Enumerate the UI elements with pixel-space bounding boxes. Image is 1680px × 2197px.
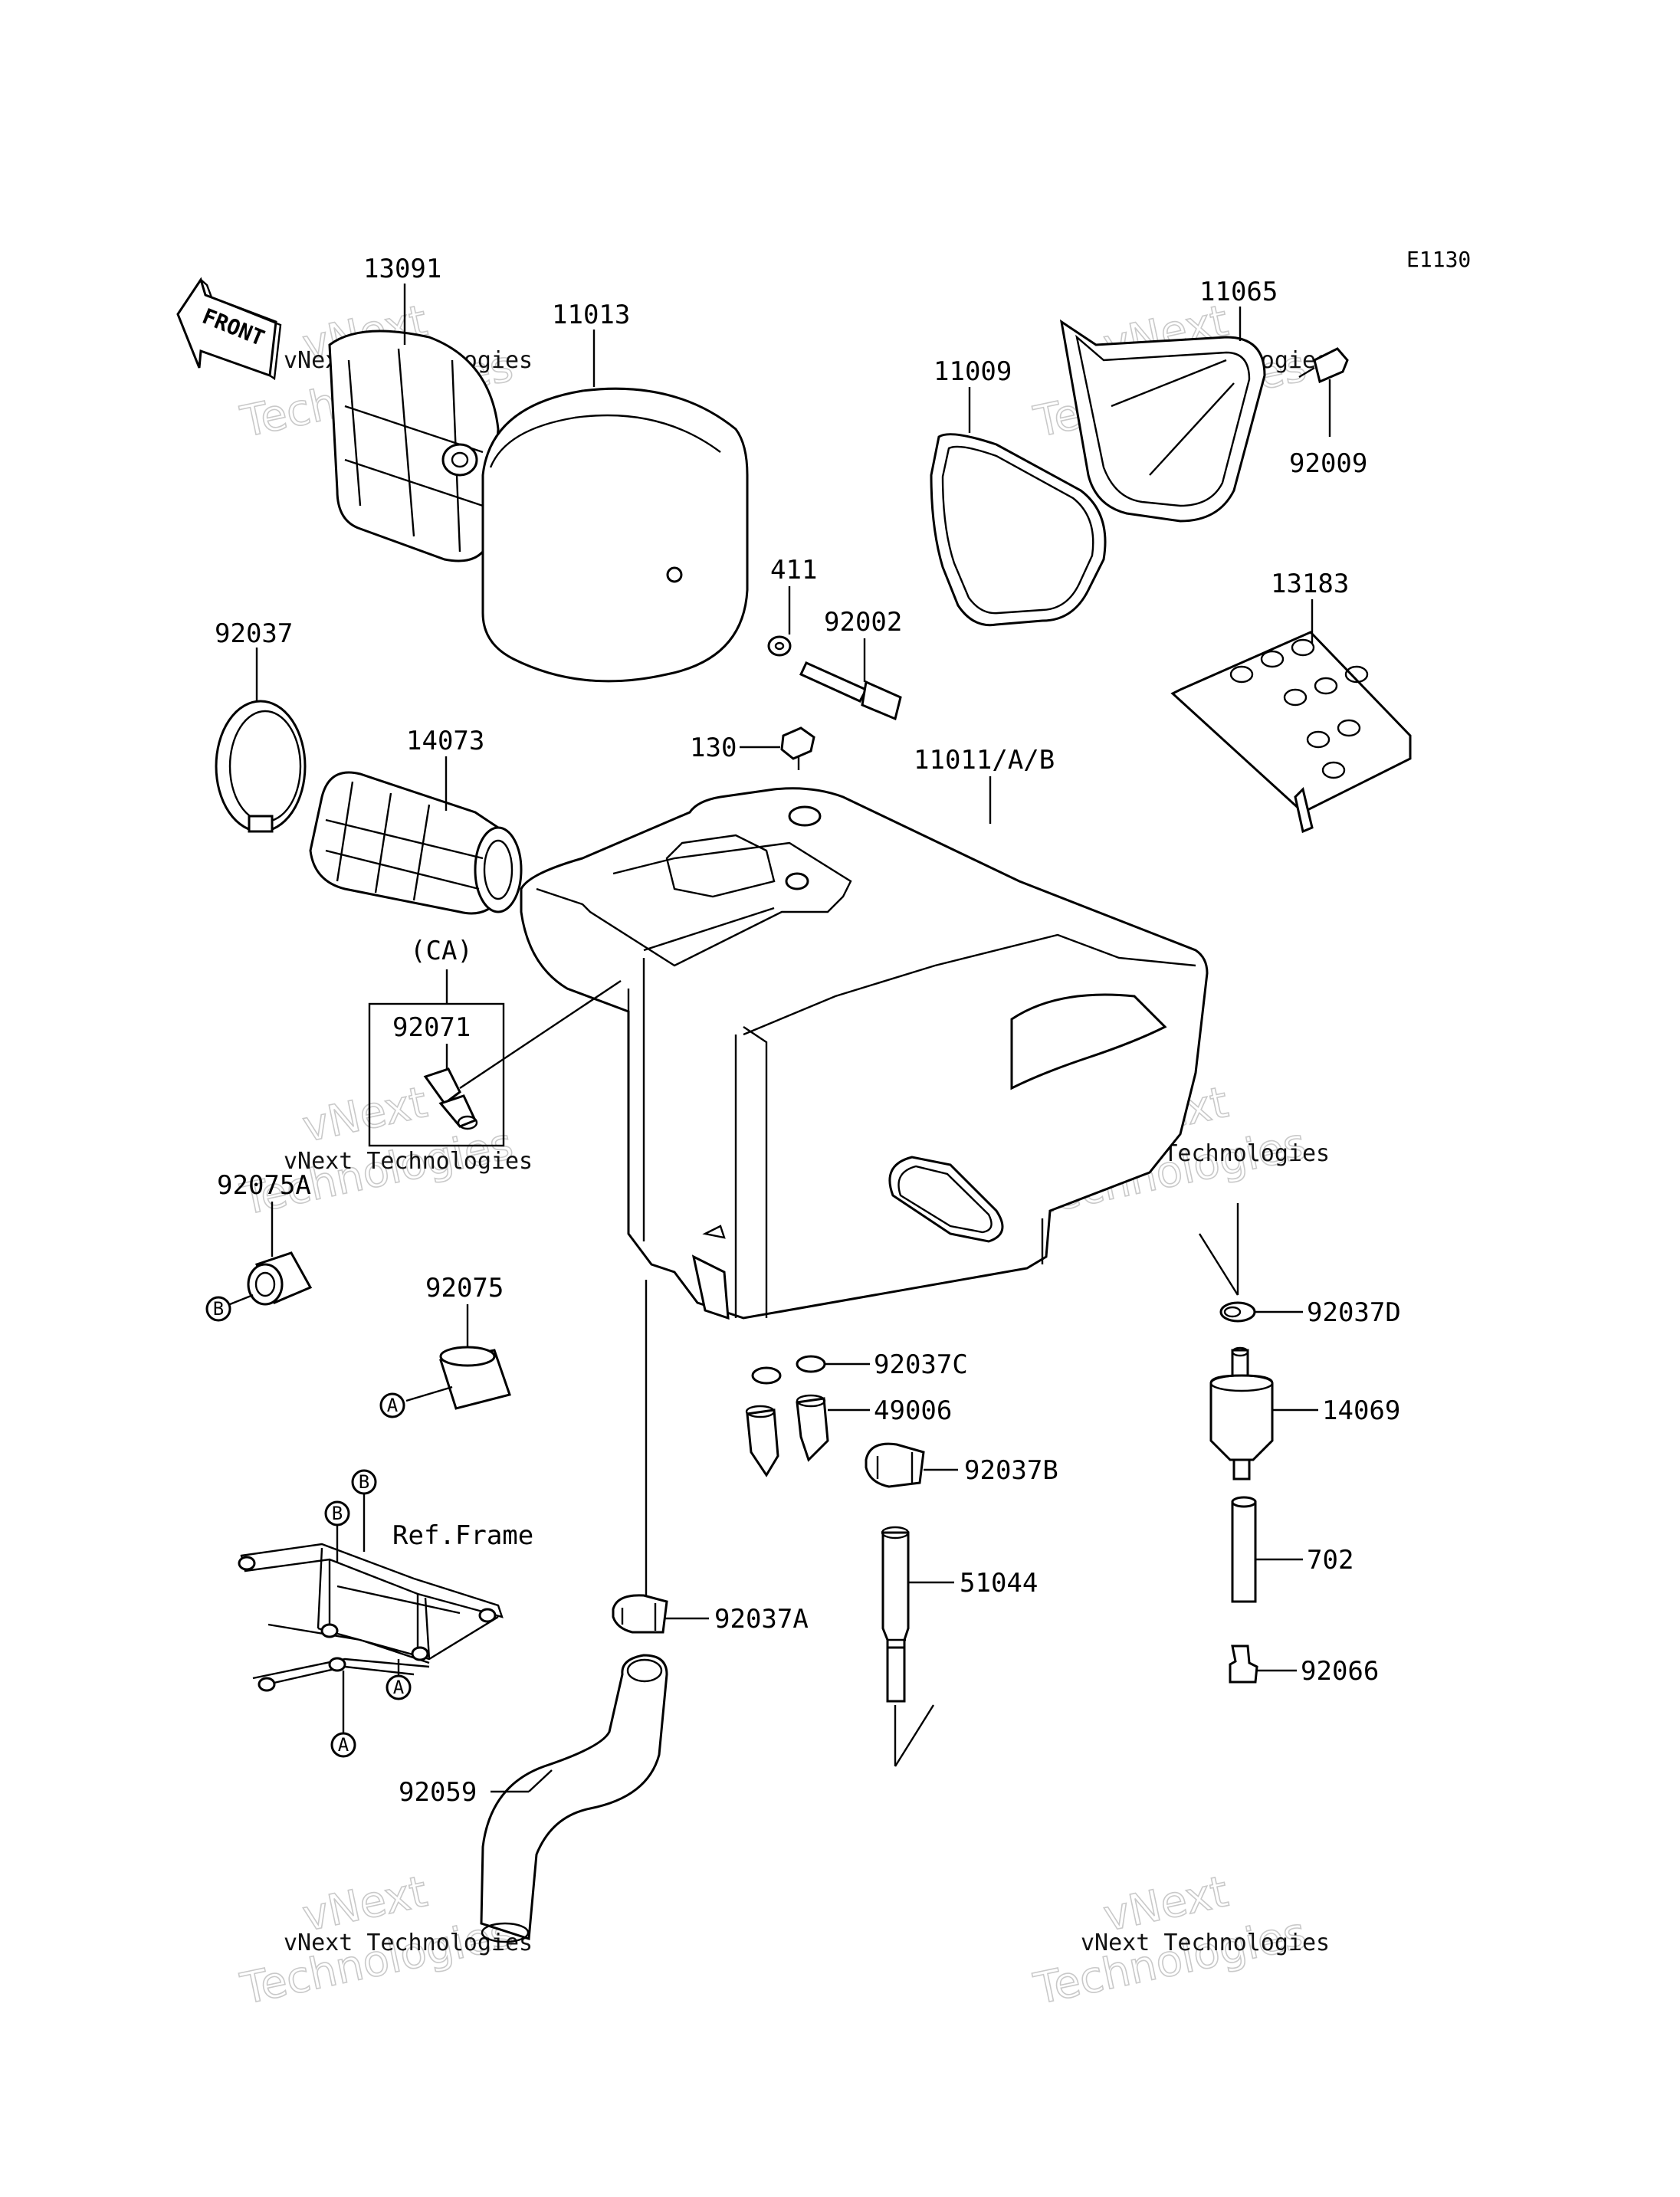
label-14073: 14073	[406, 726, 484, 756]
ca-label: (CA)	[410, 936, 473, 966]
svg-text:A: A	[393, 1677, 405, 1698]
marker-a-92075: A	[379, 1392, 405, 1418]
label-51044: 51044	[960, 1568, 1038, 1599]
label-92037D: 92037D	[1307, 1297, 1401, 1328]
label-13091: 13091	[363, 254, 441, 284]
part-51044-hose	[881, 1526, 910, 1703]
part-11011-air-cleaner-case	[520, 787, 1209, 1320]
label-411: 411	[770, 555, 817, 585]
label-130: 130	[690, 733, 737, 763]
label-92037: 92037	[215, 618, 293, 649]
svg-text:B: B	[213, 1298, 224, 1320]
part-92075-collar	[439, 1346, 511, 1410]
part-92037D-clip	[1219, 1301, 1256, 1323]
label-92075: 92075	[425, 1273, 504, 1303]
label-702: 702	[1307, 1545, 1354, 1576]
marker-b-frame-1: B	[351, 1469, 377, 1495]
part-92037A-clamp	[612, 1594, 668, 1634]
part-92037-clamp	[215, 700, 307, 833]
label-92037C: 92037C	[874, 1349, 968, 1380]
label-92066: 92066	[1301, 1656, 1379, 1687]
svg-text:B: B	[359, 1471, 369, 1493]
label-92075A: 92075A	[217, 1170, 311, 1201]
svg-text:vNext Technologies: vNext Technologies	[1081, 1930, 1330, 1956]
watermark-mid-left: vNext Technologies vNext Technologies	[236, 1077, 533, 1225]
label-92037B: 92037B	[964, 1455, 1058, 1486]
label-92002: 92002	[824, 607, 902, 638]
label-92009: 92009	[1289, 448, 1367, 479]
label-13183: 13183	[1271, 569, 1349, 599]
part-92009-bolt	[1298, 347, 1349, 384]
part-92066-plug	[1229, 1644, 1258, 1684]
diagram-code: E1130	[1406, 247, 1471, 272]
front-arrow-icon: FRONT	[176, 277, 282, 381]
part-49006-damper	[745, 1394, 829, 1477]
part-411-washer	[767, 635, 792, 657]
ref-frame-label: Ref.Frame	[392, 1520, 533, 1551]
part-130-bolt	[780, 726, 815, 770]
label-11011: 11011/A/B	[914, 745, 1055, 776]
svg-text:B: B	[332, 1503, 343, 1524]
marker-b-92075A: B	[205, 1296, 231, 1322]
part-14073-intake-duct	[309, 771, 523, 915]
part-11009-gasket	[930, 433, 1107, 627]
part-92037B-clamp	[865, 1442, 925, 1488]
part-14069-fuel-filter	[1209, 1346, 1274, 1481]
part-702-tube	[1231, 1496, 1257, 1603]
label-11013: 11013	[552, 300, 630, 330]
svg-text:A: A	[338, 1734, 349, 1756]
part-92071-fitting	[423, 1067, 478, 1130]
part-ref-frame	[238, 1543, 504, 1692]
part-92075A-collar	[247, 1251, 313, 1306]
label-92059: 92059	[399, 1777, 477, 1808]
label-92037A: 92037A	[714, 1604, 809, 1635]
part-92059-hose	[480, 1654, 668, 1943]
marker-a-frame-2: A	[330, 1732, 356, 1758]
part-92037C-clip	[751, 1355, 826, 1385]
label-11065: 11065	[1199, 277, 1278, 307]
svg-text:A: A	[387, 1395, 399, 1416]
label-11009: 11009	[934, 356, 1012, 387]
ca-box	[368, 1002, 505, 1147]
marker-a-frame-1: A	[386, 1674, 412, 1700]
label-14069: 14069	[1322, 1395, 1400, 1426]
label-92071: 92071	[392, 1012, 471, 1043]
marker-b-frame-2: B	[324, 1500, 350, 1526]
part-13183-plate	[1170, 631, 1412, 834]
watermark-bottom-right: vNext Technologies vNext Technologies	[1029, 1866, 1330, 2015]
svg-text:vNext Technologies: vNext Technologies	[284, 1930, 533, 1956]
part-13091-filter-cage	[328, 330, 500, 562]
part-11013-air-filter-element	[481, 387, 749, 683]
part-92002-bolt	[799, 661, 902, 721]
svg-text:vNext Technologies: vNext Technologies	[284, 1148, 533, 1175]
label-49006: 49006	[874, 1395, 952, 1426]
part-11065-cover	[1059, 319, 1266, 523]
